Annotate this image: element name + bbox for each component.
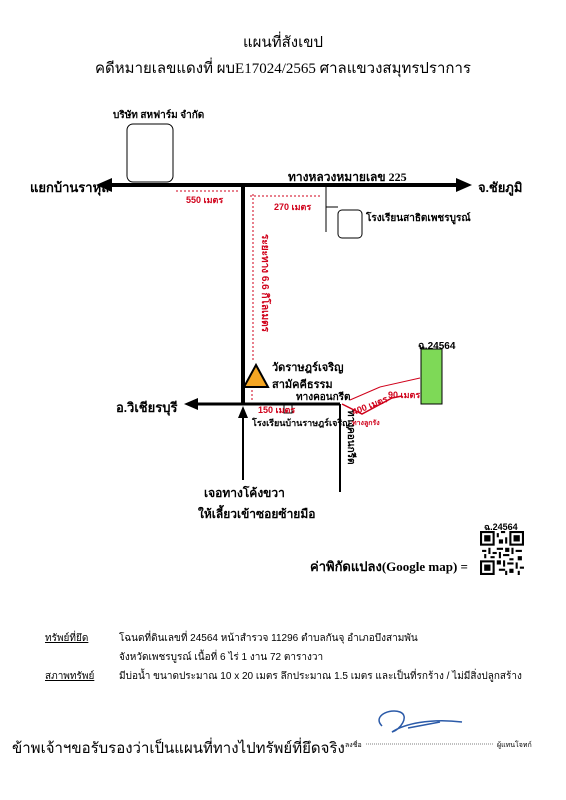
sign-role: ผู้แทนโจทก์ <box>497 742 532 749</box>
dist-66-label: ระยะทาง 6.6 กิโลเมตร <box>259 234 270 332</box>
school-bottom-label: โรงเรียนบ้านราษฎร์เจริญ <box>252 418 350 428</box>
concrete-road-vertical-label: ทางคอนกรีต <box>345 410 356 465</box>
qr-code-icon[interactable] <box>480 531 524 575</box>
direction-line-2: ให้เลี้ยวเข้าซอยซ้ายมือ <box>198 507 316 521</box>
arrow-left-bottom-icon <box>184 398 198 410</box>
property-line-1: โฉนดที่ดินเลขที่ 24564 หน้าสำรวจ 11296 ต… <box>119 633 418 644</box>
road-right-label: จ.ชัยภูมิ <box>478 180 523 195</box>
school-bottom-building <box>283 404 293 414</box>
qr-label: ฉ.24564 <box>484 522 518 532</box>
signature-mark <box>378 710 463 733</box>
school-top-label: โรงเรียนสาธิตเพชรบูรณ์ <box>366 213 471 224</box>
coords-label: ค่าพิกัดแปลง(Google map) = <box>310 559 468 574</box>
condition-text: มีบ่อน้ำ ขนาดประมาณ 10 x 20 เมตร ลึกประม… <box>119 671 522 682</box>
road-left-label: แยกบ้านราหุล <box>30 180 110 195</box>
arrow-up-icon <box>238 406 248 418</box>
arrow-left-icon <box>96 178 112 192</box>
property-line-2: จังหวัดเพชรบูรณ์ เนื้อที่ 6 ไร่ 1 งาน 72… <box>119 652 324 663</box>
parcel-plot <box>420 348 443 405</box>
parcel-label: ฉ.24564 <box>418 341 456 352</box>
temple-label-1: วัดราษฎร์เจริญ <box>272 362 344 374</box>
temple-icon <box>242 362 270 388</box>
road-bottom-left-label: อ.วิเชียรบุรี <box>116 400 178 415</box>
certify-text: ข้าพเจ้าฯขอรับรองว่าเป็นแผนที่ทางไปทรัพย… <box>12 741 345 757</box>
direction-line-1: เจอทางโค้งขวา <box>204 486 285 500</box>
arrow-right-icon <box>456 178 472 192</box>
company-label: บริษัท สหฟาร์ม จำกัด <box>113 110 205 121</box>
dist-150-label: 150 เมตร <box>258 405 296 415</box>
condition-label: สภาพทรัพย์ <box>45 671 95 682</box>
dist-550-label: 550 เมตร <box>186 195 224 205</box>
case-subtitle: คดีหมายเลขแดงที่ ผบE17024/2565 ศาลแขวงสม… <box>95 61 471 77</box>
page-title: แผนที่สังเขป <box>243 35 323 51</box>
dist-270-label: 270 เมตร <box>274 202 312 212</box>
dist-90-line <box>379 377 421 388</box>
school-top-building <box>337 209 363 239</box>
dist-90-label: 90 เมตร <box>388 390 421 400</box>
sign-label: ลงชื่อ <box>345 742 362 749</box>
dirt-road-label: ทางลูกรัง <box>352 420 380 427</box>
property-label: ทรัพย์ที่ยึด <box>45 633 89 644</box>
company-building <box>126 123 174 183</box>
concrete-road-label: ทางคอนกรีต <box>296 392 351 403</box>
dirt-road-path <box>341 395 403 415</box>
temple-label-2: สามัคคีธรรม <box>272 379 333 391</box>
highway-label: ทางหลวงหมายเลข 225 <box>288 170 407 184</box>
